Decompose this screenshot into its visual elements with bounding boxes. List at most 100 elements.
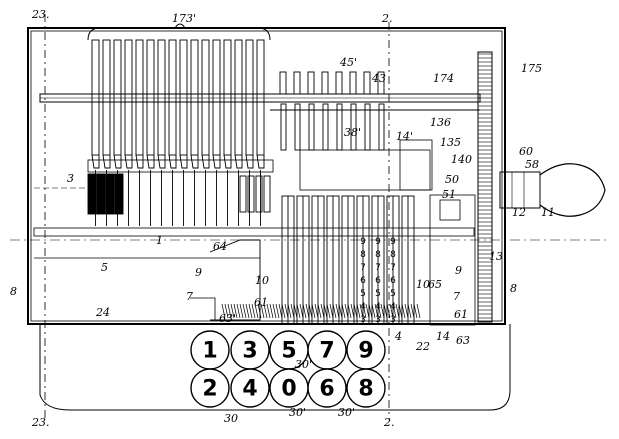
ref-38: 38' xyxy=(344,126,361,139)
slide-bar xyxy=(234,39,243,156)
ref-9-left: 9 xyxy=(195,266,202,279)
key-2-label: 2 xyxy=(202,377,217,402)
ref-51: 51 xyxy=(442,188,456,201)
stop-block xyxy=(87,173,97,215)
slide-foot xyxy=(102,154,111,169)
slide-foot xyxy=(135,154,144,169)
ref-8-right: 8 xyxy=(510,282,517,295)
casing-outer xyxy=(27,27,506,325)
hatch-line xyxy=(233,303,238,319)
column-digit: 5 xyxy=(390,289,396,299)
hatch-line xyxy=(257,303,262,319)
ref-7-left: 7 xyxy=(186,290,193,303)
ref-140: 140 xyxy=(451,153,472,166)
column-digit: 6 xyxy=(360,276,366,286)
key-1-label: 1 xyxy=(202,339,217,364)
ref-61-right: 61 xyxy=(454,308,468,321)
hatch-line xyxy=(263,303,268,319)
ref-14-bottom: 14 xyxy=(436,330,450,343)
section-mark-23-top: 23. xyxy=(31,8,50,21)
hatch-line xyxy=(389,303,394,319)
handle-hub xyxy=(499,171,541,209)
ref-9-right: 9 xyxy=(455,264,462,277)
lower-housing xyxy=(39,324,511,411)
stop-block-right xyxy=(263,175,271,213)
ref-13: 13 xyxy=(489,250,503,263)
rail-1 xyxy=(33,227,475,237)
hatch-line xyxy=(236,303,241,319)
slide-bar xyxy=(102,39,111,156)
slide-bar xyxy=(256,39,265,156)
ref-11: 11 xyxy=(541,206,555,219)
ref-63-right: 63 xyxy=(456,334,470,347)
section-mark-23-bottom: 23. xyxy=(31,416,50,429)
hatch-line xyxy=(311,303,316,319)
slide-bar xyxy=(190,39,199,156)
counter-column-group xyxy=(281,195,415,325)
stop-block xyxy=(105,173,115,215)
key-7[interactable]: 7 xyxy=(307,330,347,370)
hatch-line xyxy=(251,303,256,319)
lower-bar xyxy=(336,103,343,151)
ref-12: 12 xyxy=(512,206,526,219)
drum-block xyxy=(299,149,431,191)
ref-50: 50 xyxy=(445,173,459,186)
hatch-line xyxy=(338,303,343,319)
hatch-line xyxy=(245,303,250,319)
hatch-line xyxy=(296,303,301,319)
hatch-line xyxy=(335,303,340,319)
key-4[interactable]: 4 xyxy=(230,368,270,408)
key-2[interactable]: 2 xyxy=(190,368,230,408)
ref-4: 4 xyxy=(394,330,402,343)
ref-43: 43 xyxy=(371,72,386,85)
ref-30-mid: 30' xyxy=(295,358,312,371)
hatch-line xyxy=(242,303,247,319)
key-9[interactable]: 9 xyxy=(346,330,386,370)
key-8-label: 8 xyxy=(358,377,373,402)
hatch-line xyxy=(350,303,355,319)
key-1[interactable]: 1 xyxy=(190,330,230,370)
hatch-line xyxy=(344,303,349,319)
hatch-line xyxy=(266,303,271,319)
upper-bar xyxy=(349,71,357,95)
hatch-line xyxy=(368,303,373,319)
hatch-line xyxy=(386,303,391,319)
key-8[interactable]: 8 xyxy=(346,368,386,408)
column-digit: 5 xyxy=(375,289,381,299)
key-0-label: 0 xyxy=(281,377,296,402)
hatch-line xyxy=(221,303,226,319)
ref-63-left: 63' xyxy=(219,312,236,325)
column-digit: 5 xyxy=(360,289,366,299)
hatch-line xyxy=(260,303,265,319)
key-6[interactable]: 6 xyxy=(307,368,347,408)
ref-1: 1 xyxy=(156,234,163,247)
slide-bar xyxy=(146,39,155,156)
gear-175 xyxy=(477,51,493,323)
key-5-label: 5 xyxy=(281,339,296,364)
hatch-line xyxy=(284,303,289,319)
column-digit: 8 xyxy=(375,250,381,260)
key-3[interactable]: 3 xyxy=(230,330,270,370)
gear-175-teeth xyxy=(478,53,492,319)
ref-10-right: 10 xyxy=(416,278,430,291)
hatch-line xyxy=(353,303,358,319)
column-digit: 3 xyxy=(360,315,366,325)
slide-foot xyxy=(201,154,210,169)
column-digit: 3 xyxy=(375,315,381,325)
hatch-line xyxy=(383,303,388,319)
bracket-7 xyxy=(190,297,216,320)
upper-bar xyxy=(335,71,343,95)
key-0[interactable]: 0 xyxy=(269,368,309,408)
slide-bar xyxy=(212,39,221,156)
slide-foot xyxy=(212,154,221,169)
column-digit: 9 xyxy=(375,237,381,247)
key-9-label: 9 xyxy=(358,339,373,364)
hatch-line xyxy=(329,303,334,319)
ref-58: 58 xyxy=(525,158,539,171)
hatch-line xyxy=(377,303,382,319)
hatch-line xyxy=(275,303,280,319)
stop-block xyxy=(96,173,106,215)
lower-bar xyxy=(350,103,357,151)
